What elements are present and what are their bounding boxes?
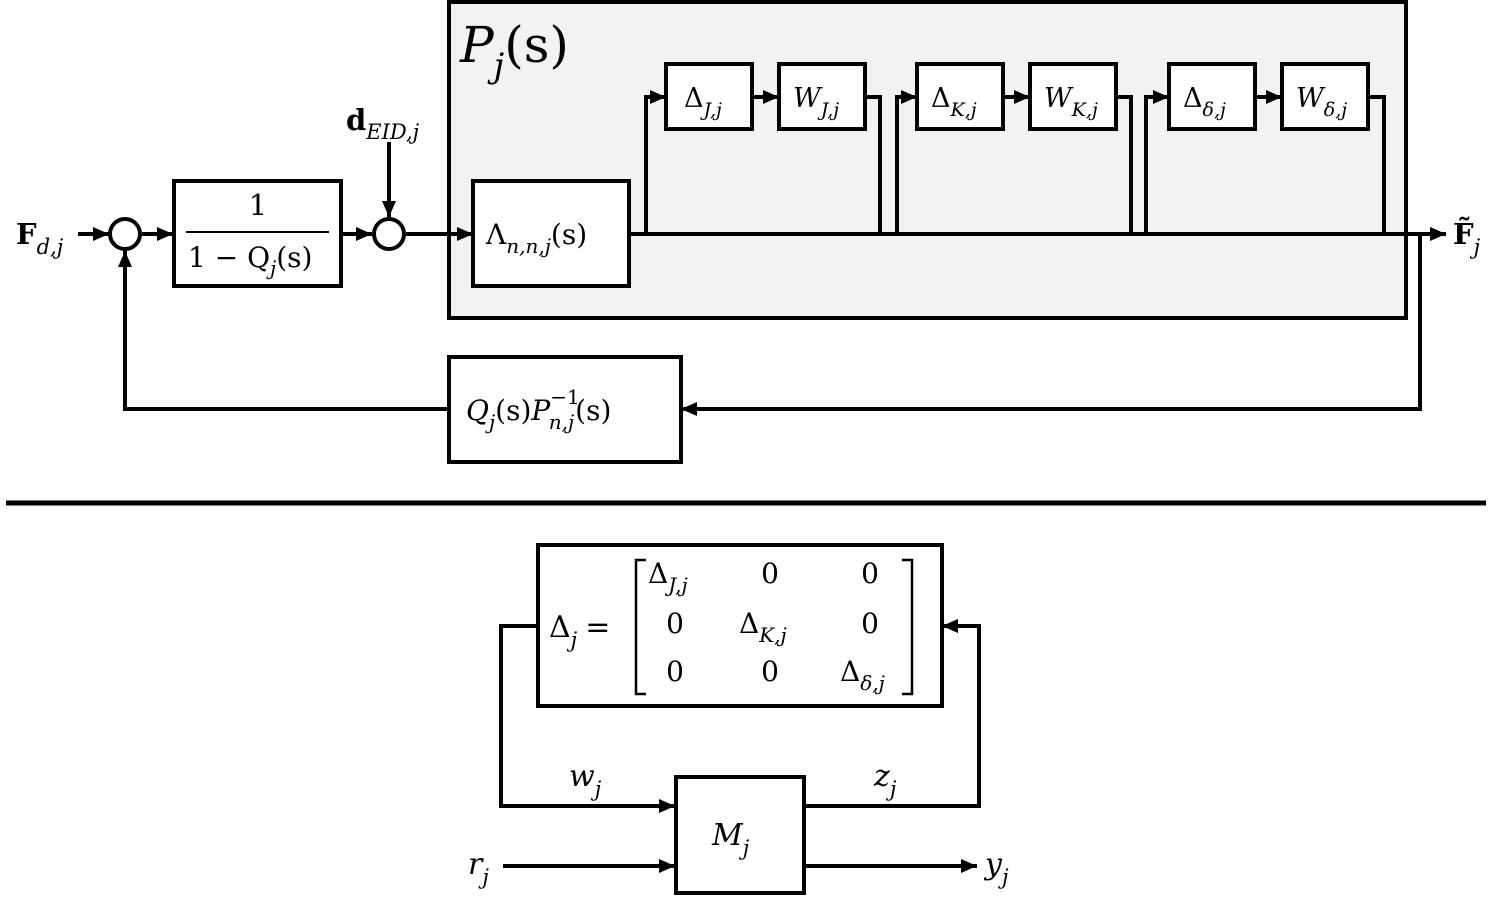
branch-j-tap	[644, 90, 666, 234]
matrix-right-bracket	[902, 558, 914, 696]
delta-k-block	[915, 62, 1005, 131]
uncertainty-k-group: ΔK,j WK,j	[915, 62, 1118, 131]
matrix-cell-3-1: 0	[666, 655, 684, 688]
delta-k-label: ΔK,j	[931, 83, 977, 121]
delta-d-block	[1167, 62, 1257, 131]
delta-j-equation: Δj=	[549, 610, 610, 652]
delta-d-label: Δδ,j	[1183, 83, 1226, 121]
weight-j-block	[777, 62, 867, 131]
uncertainty-j-group: ΔJ,j WJ,j	[664, 62, 867, 131]
filter-numerator: 1	[249, 188, 267, 222]
matrix-cell-3-3: Δδ,j	[840, 655, 885, 695]
r-label: rj	[468, 847, 489, 889]
output-label: F̃j	[1453, 217, 1481, 259]
delta-matrix-block: Δj= ΔJ,j 0 0 0 ΔK,j 0 0 0 Δδ,j	[536, 543, 944, 708]
filter-denominator: 1 − Qj(s)	[188, 241, 312, 280]
weight-j-label: WJ,j	[793, 83, 839, 121]
matrix-left-bracket	[634, 558, 646, 696]
matrix-cell-1-3: 0	[861, 557, 879, 590]
summing-junction-1	[108, 217, 142, 251]
feedback-path-right	[681, 234, 1422, 416]
branch-d-return	[1368, 95, 1386, 234]
branch-k-tap	[895, 90, 917, 234]
summing-junction-2	[372, 217, 406, 251]
matrix-cell-2-2: ΔK,j	[739, 607, 787, 647]
w-signal-path	[499, 624, 675, 813]
matrix-cell-1-2: 0	[761, 557, 779, 590]
m-delta-diagram: Δj= ΔJ,j 0 0 0 ΔK,j 0 0 0 Δδ,j Mj wj zj …	[468, 543, 1009, 895]
nominal-plant-block: Λn,n,j(s)	[471, 179, 631, 288]
uncertainty-delta-group: Δδ,j Wδ,j	[1167, 62, 1370, 131]
matrix-cell-2-1: 0	[666, 607, 684, 640]
branch-j-return	[865, 95, 882, 234]
plant-label: Pj(s)	[459, 16, 569, 86]
m-block-label: Mj	[711, 818, 750, 860]
z-signal-path	[804, 619, 981, 808]
top-loop-diagram: Pj(s) Fd,j F̃j dEID,j 1 1 − Qj	[16, 0, 1481, 464]
m-block: Mj	[674, 775, 806, 895]
delta-j-block	[664, 62, 754, 131]
w-label: wj	[569, 759, 602, 801]
weight-k-label: WK,j	[1044, 83, 1098, 121]
weight-d-block	[1280, 62, 1370, 131]
input-label: Fd,j	[16, 217, 64, 259]
matrix-cell-1-1: ΔJ,j	[648, 557, 688, 597]
branch-k-return	[1116, 95, 1133, 234]
z-label: zj	[873, 759, 897, 801]
matrix-cell-3-2: 0	[761, 655, 779, 688]
filter-block: 1 1 − Qj(s)	[172, 179, 343, 288]
feedback-path-left	[118, 251, 449, 411]
weight-k-block	[1028, 62, 1118, 131]
nominal-plant-label: Λn,n,j(s)	[485, 218, 587, 258]
matrix-cell-2-3: 0	[861, 607, 879, 640]
weight-d-label: Wδ,j	[1296, 83, 1347, 121]
disturbance-label: dEID,j	[346, 103, 420, 144]
y-label: yj	[983, 847, 1009, 889]
delta-j-label: ΔJ,j	[684, 83, 722, 121]
branch-d-tap	[1144, 90, 1169, 234]
